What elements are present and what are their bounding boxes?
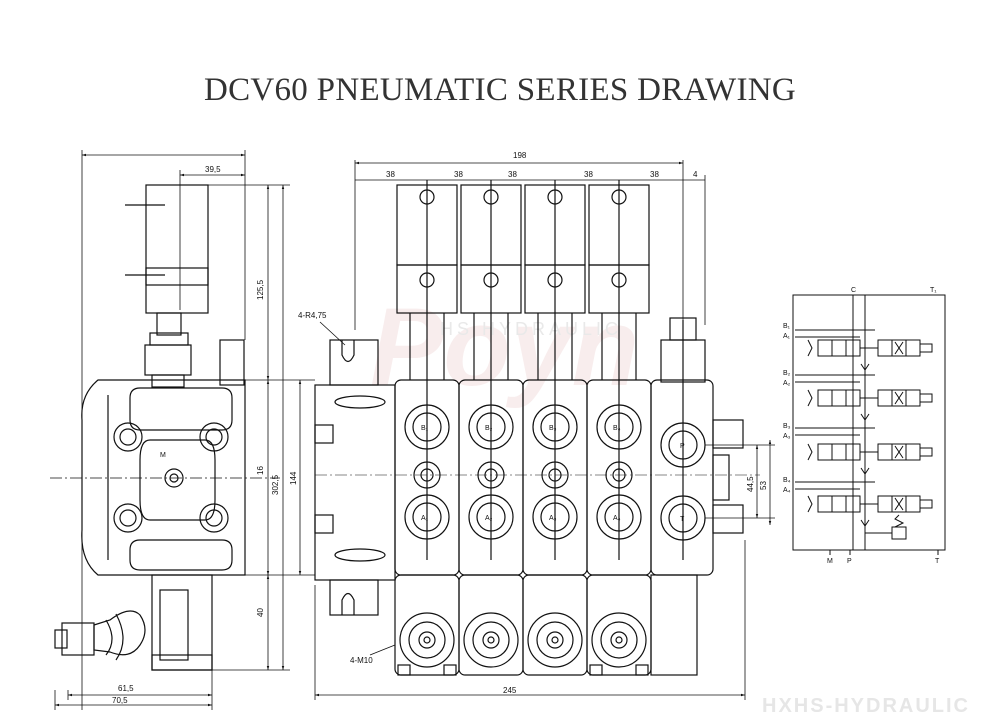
- port-b3-label: B₃: [549, 425, 557, 432]
- side-dim-right-total: 302,5: [271, 474, 280, 495]
- front-dim-right-gap: 4: [693, 170, 698, 179]
- front-dim-port-b: 53: [759, 481, 768, 490]
- tank-port-label: T: [680, 516, 685, 523]
- svg-text:Poyn: Poyn: [370, 286, 639, 409]
- hydraulic-schematic: [792, 294, 946, 555]
- front-view: [314, 180, 760, 676]
- front-solenoid-4: [588, 180, 650, 560]
- inlet-port-label: P: [680, 443, 685, 450]
- front-dim-section-2: 38: [454, 170, 463, 179]
- schematic-label-m: M: [827, 558, 833, 565]
- front-ports: [404, 404, 642, 540]
- port-b4-label: B₄: [613, 425, 621, 432]
- side-dim-top: 39,5: [205, 165, 221, 174]
- front-dim-height: 144: [289, 471, 298, 485]
- drawing-title: DCV60 PNEUMATIC SERIES DRAWING: [203, 72, 797, 108]
- schematic-section-4: [795, 481, 933, 527]
- front-solenoid-2: [460, 180, 522, 560]
- side-solenoid-upper: [145, 184, 209, 286]
- front-dim-section-3: 38: [508, 170, 517, 179]
- watermark-text: HXHS-HYDRAULIC: [762, 695, 970, 717]
- front-solenoid-1: [396, 180, 458, 560]
- schematic-a3: A₃: [783, 433, 791, 440]
- port-a3-label: A₃: [549, 515, 557, 522]
- front-dim-overall-bottom: 245: [503, 686, 517, 695]
- schematic-a4: A₄: [783, 487, 791, 494]
- side-view-dimensions: [50, 150, 290, 710]
- svg-text:HS HYDRAULIC: HS HYDRAULIC: [440, 319, 622, 339]
- front-solenoid-3: [524, 180, 586, 560]
- front-dim-overall-top: 198: [513, 151, 527, 160]
- schematic-label-t1: T₁: [930, 287, 937, 294]
- schematic-b3: B₃: [783, 423, 791, 430]
- schematic-section-3: [795, 427, 933, 475]
- schematic-label-c: C: [851, 287, 856, 294]
- side-dim-bottom-inner: 61,5: [118, 684, 134, 693]
- front-dim-section-1: 38: [386, 170, 395, 179]
- front-dim-section-4: 38: [584, 170, 593, 179]
- schematic-b1: B₁: [783, 323, 791, 330]
- side-dim-right-middle: 16: [256, 466, 265, 475]
- schematic-b2: B₂: [783, 370, 791, 377]
- front-dim-section-5: 38: [650, 170, 659, 179]
- side-dim-right-upper: 125,5: [256, 279, 265, 300]
- front-dim-bottom-holes: 4-M10: [350, 656, 373, 665]
- front-dim-port-a: 44,5: [746, 476, 755, 492]
- side-dim-right-lower: 40: [256, 608, 265, 617]
- schematic-a2: A₂: [783, 380, 791, 387]
- side-port-label: M: [160, 452, 166, 459]
- port-a4-label: A₄: [613, 515, 621, 522]
- schematic-b4: B₄: [783, 477, 791, 484]
- schematic-a1: A₁: [783, 333, 791, 340]
- front-view-dimensions: [290, 160, 775, 700]
- side-dim-bottom-outer: 70,5: [112, 696, 128, 705]
- schematic-section-1: [795, 329, 933, 371]
- watermark-logo: Poyn HS HYDRAULIC: [370, 286, 639, 409]
- port-b2-label: B₂: [485, 425, 493, 432]
- schematic-label-t: T: [935, 558, 940, 565]
- port-a2-label: A₂: [485, 515, 493, 522]
- schematic-label-p: P: [847, 558, 852, 565]
- port-a1-label: A₁: [421, 515, 429, 522]
- side-view: [54, 184, 246, 671]
- front-dim-holes: 4-R4,75: [298, 311, 327, 320]
- schematic-section-2: [795, 374, 933, 421]
- port-b1-label: B₁: [421, 425, 429, 432]
